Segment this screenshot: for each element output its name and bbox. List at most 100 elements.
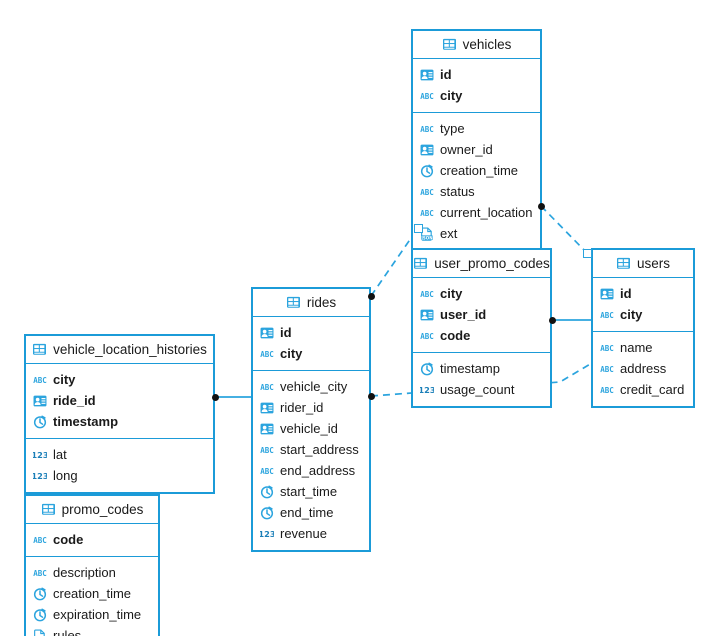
- clock-icon: [260, 485, 274, 498]
- column-row-id[interactable]: id: [593, 283, 693, 304]
- connector-dot-vlh-to-rides-source: [211, 393, 219, 401]
- column-row-end_address[interactable]: ABC end_address: [253, 460, 369, 481]
- column-name: timestamp: [53, 414, 119, 429]
- uuid-key-icon: [260, 327, 274, 338]
- column-name: expiration_time: [53, 607, 142, 622]
- column-row-revenue[interactable]: 123revenue: [253, 523, 369, 544]
- column-name: owner_id: [440, 142, 493, 157]
- abc-string-icon: ABC: [600, 385, 614, 394]
- column-name: id: [620, 286, 632, 301]
- column-row-ride_id[interactable]: ride_id: [26, 390, 213, 411]
- table-icon: [414, 257, 428, 269]
- 123-number-icon: 123: [33, 450, 47, 460]
- abc-string-icon: ABC: [600, 343, 614, 352]
- svg-text:123: 123: [33, 471, 47, 481]
- column-row-user_id[interactable]: user_id: [413, 304, 550, 325]
- abc-string-icon: ABC: [260, 466, 274, 475]
- column-name: current_location: [440, 205, 533, 220]
- svg-text:ABC: ABC: [600, 385, 614, 394]
- column-row-expiration_time[interactable]: expiration_time: [26, 604, 158, 625]
- svg-text:ABC: ABC: [600, 310, 614, 319]
- svg-text:ABC: ABC: [33, 375, 47, 384]
- column-row-usage_count[interactable]: 123usage_count: [413, 379, 550, 400]
- table-icon: [41, 503, 55, 515]
- table-header-vehicles[interactable]: vehicles: [413, 31, 540, 59]
- abc-string-icon: ABC: [260, 349, 274, 358]
- uuid-key-icon: [420, 144, 434, 155]
- column-name: ride_id: [53, 393, 96, 408]
- column-name: end_address: [280, 463, 356, 478]
- table-header-promo_codes[interactable]: promo_codes: [26, 496, 158, 524]
- svg-text:123: 123: [420, 385, 434, 395]
- table-header-user_promo_codes[interactable]: user_promo_codes: [413, 250, 550, 278]
- table-header-rides[interactable]: rides: [253, 289, 369, 317]
- column-row-id[interactable]: id: [413, 64, 540, 85]
- table-header-vehicle_location_histories[interactable]: vehicle_location_histories: [26, 336, 213, 364]
- column-name: rules: [53, 628, 82, 636]
- column-row-end_time[interactable]: end_time: [253, 502, 369, 523]
- column-row-rider_id[interactable]: rider_id: [253, 397, 369, 418]
- table-title: vehicles: [462, 36, 512, 52]
- uuid-key-icon: [600, 288, 614, 299]
- column-name: code: [53, 532, 84, 547]
- column-row-id[interactable]: id: [253, 322, 369, 343]
- abc-string-icon: ABC: [600, 310, 614, 319]
- table-title: users: [636, 255, 670, 271]
- svg-text:ABC: ABC: [260, 445, 274, 454]
- column-row-timestamp[interactable]: timestamp: [26, 411, 213, 432]
- svg-text:123: 123: [260, 529, 274, 539]
- column-name: id: [280, 325, 292, 340]
- table-header-users[interactable]: users: [593, 250, 693, 278]
- column-row-owner_id[interactable]: owner_id: [413, 139, 540, 160]
- json-icon: JSON: [34, 628, 45, 636]
- column-row-timestamp[interactable]: timestamp: [413, 358, 550, 379]
- svg-text:ABC: ABC: [260, 349, 274, 358]
- column-row-creation_time[interactable]: creation_time: [413, 160, 540, 181]
- abc-string-icon: ABC: [420, 124, 434, 133]
- table-icon: [616, 257, 630, 269]
- uuid-key-icon: [260, 423, 274, 434]
- abc-string-icon: ABC: [420, 91, 434, 100]
- column-section: 123lat123long: [26, 439, 213, 492]
- column-row-creation_time[interactable]: creation_time: [26, 583, 158, 604]
- column-row-vehicle_id[interactable]: vehicle_id: [253, 418, 369, 439]
- table-title: vehicle_location_histories: [53, 341, 207, 357]
- column-row-long[interactable]: 123 long: [26, 465, 213, 486]
- column-row-start_time[interactable]: start_time: [253, 481, 369, 502]
- column-row-rules[interactable]: JSON rules: [26, 625, 158, 636]
- column-name: vehicle_city: [280, 379, 348, 394]
- svg-text:ABC: ABC: [420, 91, 434, 100]
- column-name: start_time: [280, 484, 338, 499]
- column-row-lat[interactable]: 123lat: [26, 444, 213, 465]
- column-name: long: [53, 468, 78, 483]
